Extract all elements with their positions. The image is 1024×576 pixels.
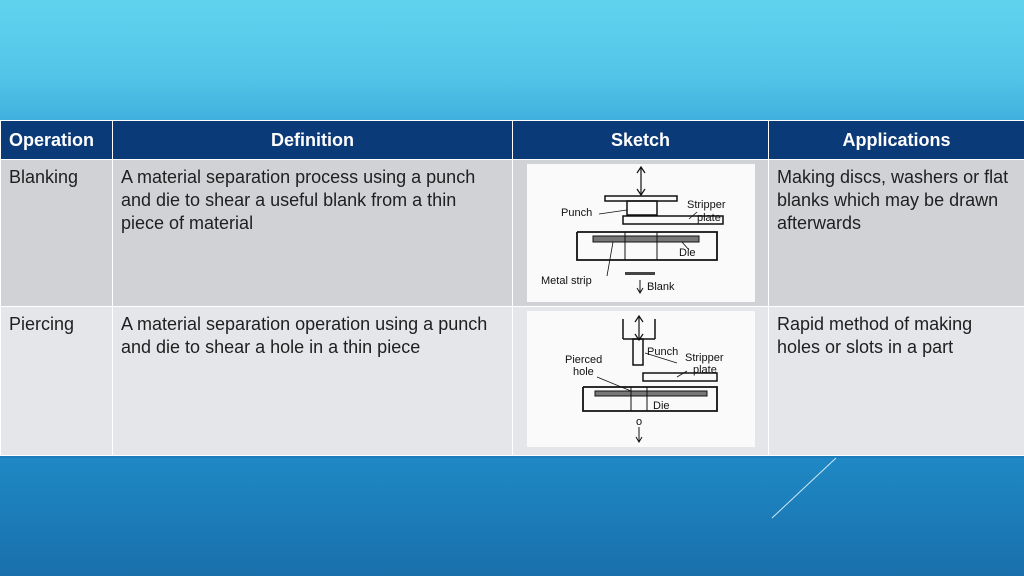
decorative-diagonal-line <box>771 457 837 519</box>
label-plate: plate <box>697 212 721 224</box>
label-plate: plate <box>693 364 717 376</box>
sketch-cell: Punch Stripper plate Die Metal strip Bla… <box>512 159 769 307</box>
piercing-diagram: Pierced hole Punch Stripper plate Die o <box>565 314 724 443</box>
application-cell: Making discs, washers or flat blanks whi… <box>768 159 1024 307</box>
label-pierced: Pierced <box>565 354 602 366</box>
header-operation: Operation <box>0 120 113 160</box>
operation-cell: Blanking <box>0 159 113 307</box>
bottom-background-band <box>0 458 1024 576</box>
label-punch: Punch <box>647 346 678 358</box>
operations-table: Operation Definition Sketch Applications… <box>0 120 1024 456</box>
header-sketch: Sketch <box>512 120 769 160</box>
blanking-diagram: Punch Stripper plate Die Metal strip Bla… <box>541 165 726 294</box>
definition-cell: A material separation operation using a … <box>112 306 513 456</box>
header-definition: Definition <box>112 120 513 160</box>
sketch-cell: Pierced hole Punch Stripper plate Die o <box>512 306 769 456</box>
label-punch: Punch <box>561 207 592 219</box>
label-stripper: Stripper <box>687 199 726 211</box>
label-blank: Blank <box>647 281 675 293</box>
label-slug: o <box>636 416 642 428</box>
piercing-sketch: Pierced hole Punch Stripper plate Die o <box>526 311 755 447</box>
label-stripper: Stripper <box>685 352 724 364</box>
blanking-sketch: Punch Stripper plate Die Metal strip Bla… <box>526 164 755 302</box>
label-hole: hole <box>573 366 594 378</box>
label-metal-strip: Metal strip <box>541 275 592 287</box>
definition-cell: A material separation process using a pu… <box>112 159 513 307</box>
label-die: Die <box>679 247 696 259</box>
label-die: Die <box>653 400 670 412</box>
operation-cell: Piercing <box>0 306 113 456</box>
application-cell: Rapid method of making holes or slots in… <box>768 306 1024 456</box>
table-row: Blanking A material separation process u… <box>0 159 1024 307</box>
header-applications: Applications <box>768 120 1024 160</box>
top-background-band <box>0 0 1024 122</box>
table-row: Piercing A material separation operation… <box>0 306 1024 456</box>
table-header-row: Operation Definition Sketch Applications <box>0 120 1024 160</box>
